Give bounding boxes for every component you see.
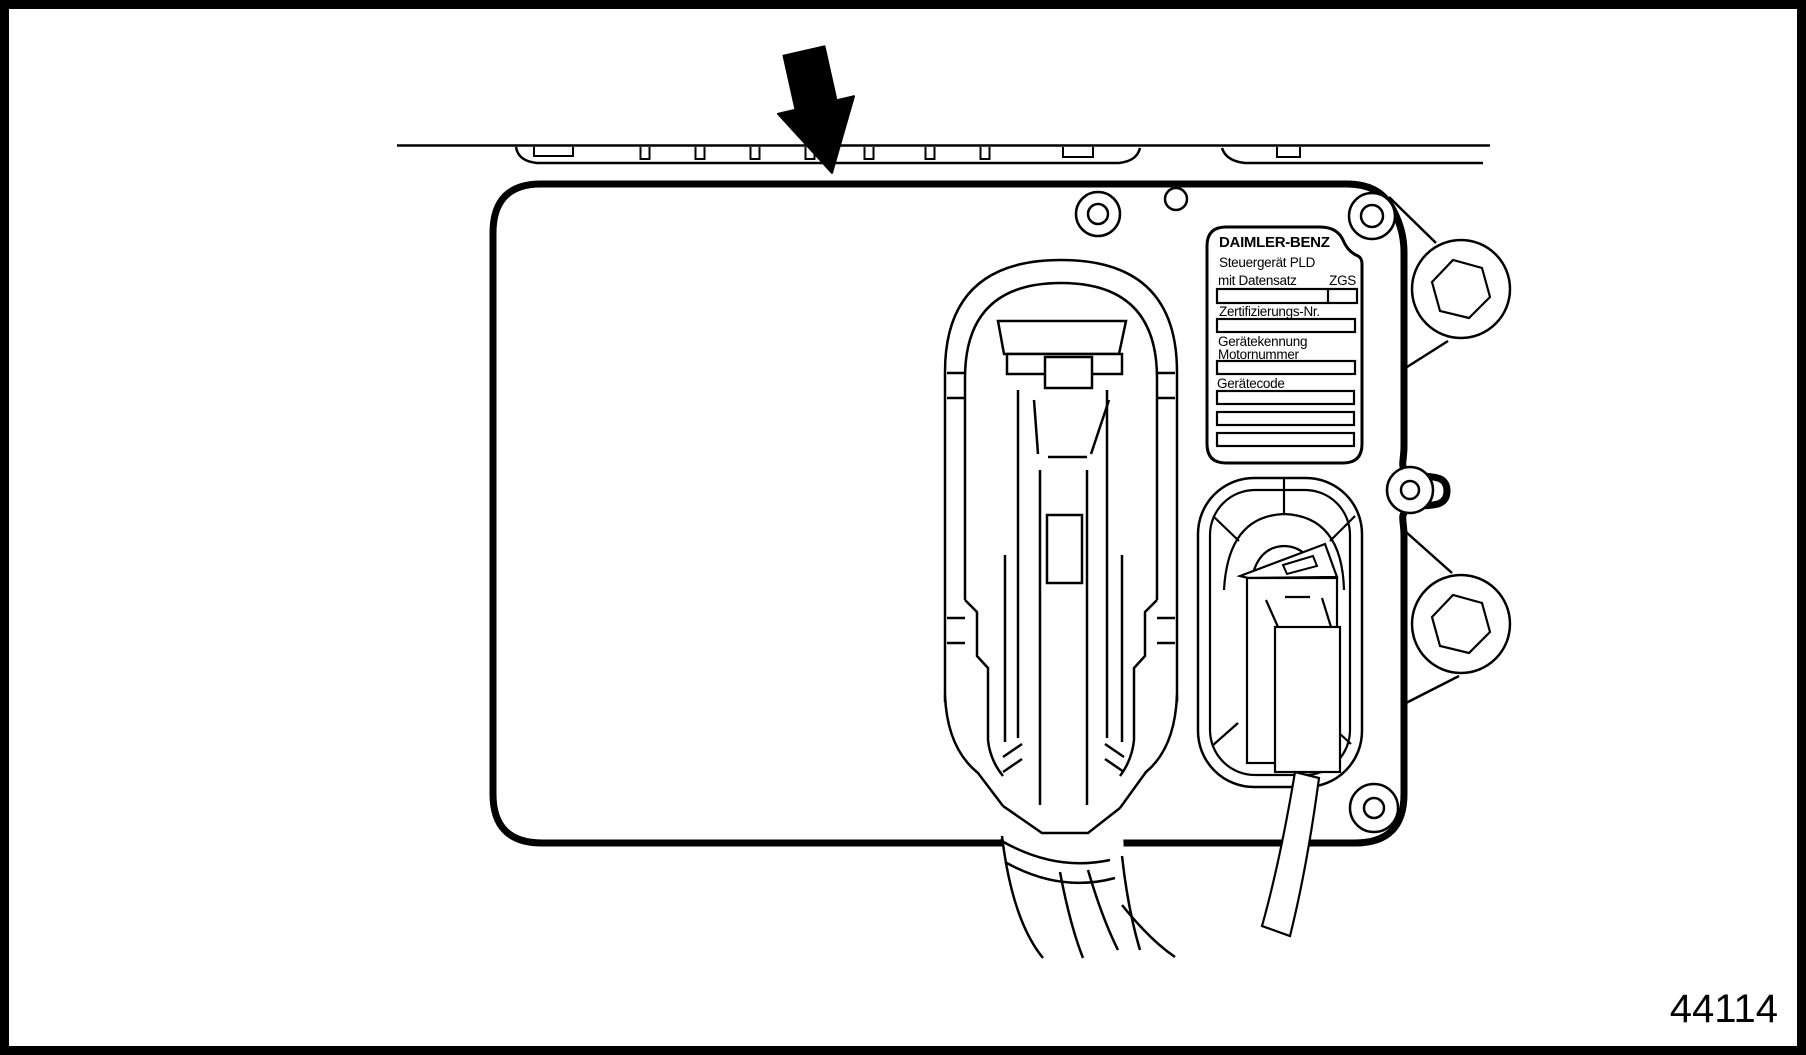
field-dataset [1215,287,1359,305]
callout-arrow-icon [777,45,855,174]
connector-inner-shell [963,281,1159,600]
screw-top-left-center [1086,202,1110,226]
field-device-code-1 [1215,389,1356,406]
plate-dataset-value-label: ZGS [1329,273,1356,288]
connector-keystone [996,319,1128,356]
mounting-bracket-bottom [1405,531,1460,705]
hex-socket-icon [1430,258,1492,320]
bracket-edge [1405,674,1460,705]
inner-shell-step-left [964,599,1004,777]
latch-tab-upper [1043,355,1094,390]
aux-plug-body [1273,625,1342,774]
housing-screws [1074,186,1435,834]
field-engine-no [1215,359,1357,376]
plate-device-id-label: Gerätekennung [1218,334,1307,349]
harness-stray-wire [1121,904,1176,959]
rail-notches [533,147,1301,160]
connector-silhouette [945,260,1177,958]
harness-boot-top [1002,804,1121,835]
shell-tick-marks [947,371,1175,645]
harness-edge-right [1120,855,1142,951]
type-plate-fields [1215,287,1359,448]
vent-hole [1163,186,1189,212]
rail-notch [863,147,875,160]
aux-inner-shell [1208,488,1352,777]
plate-engine-no-label: Motornummer [1218,347,1300,362]
rail-notch-wide [1276,147,1301,158]
connector-outer-shell [943,258,1179,702]
rail-bottom-line-right [1220,147,1483,165]
harness-clamp-band [1004,860,1116,885]
hex-bolt-bottom [1410,573,1512,675]
field-cert-no [1215,317,1357,334]
harness-clamp-band [999,838,1111,865]
rail-notch [924,147,936,160]
field-device-code-3 [1215,431,1356,448]
channel-hatch-marks [1002,742,1125,774]
aux-connector [1196,476,1364,938]
bracket-edge [1405,531,1453,574]
rail-notch [694,147,706,160]
harness-wire [1086,869,1120,951]
aux-plug-slot [1281,554,1319,576]
field-device-code-2 [1215,410,1356,427]
plate-device-line: Steuergerät PLD [1219,255,1316,270]
main-harness [999,804,1176,959]
screw-bottom-right-center [1362,796,1386,820]
shell-bottom-right [1118,694,1179,809]
aux-plug-step [1264,595,1333,628]
screw-mid-right-center [1399,479,1421,501]
type-plate: DAIMLER-BENZ Steuergerät PLD mit Datensa… [1205,225,1364,465]
harness-wire [1058,871,1085,959]
plate-device-code-label: Gerätecode [1217,376,1285,391]
rail-notch-wide [533,147,574,157]
rail-notch [639,147,651,160]
bracket-edge [1388,196,1437,244]
rail-notch [749,147,761,160]
latch-tab-lower [1045,513,1084,585]
screw-top-right-center [1359,203,1385,229]
mounting-bracket-top [1388,196,1449,369]
plate-dataset-label: mit Datensatz [1218,273,1297,288]
hex-socket-icon [1430,593,1492,655]
hex-bolt-top [1410,238,1512,340]
connector-channel-walls [1003,390,1124,805]
rail-notch-wide [1062,147,1094,158]
mounting-rail [397,144,1490,165]
plate-manufacturer: DAIMLER-BENZ [1219,234,1330,251]
plate-cert-label: Zertifizierungs-Nr. [1219,304,1320,319]
figure-number: 44114 [1670,987,1778,1031]
shell-bottom-left [943,694,1004,807]
bracket-edge [1406,339,1449,369]
rail-notch [979,147,991,160]
main-connector [943,258,1179,958]
aux-cable [1260,770,1321,938]
harness-edge-left [1000,835,1044,959]
